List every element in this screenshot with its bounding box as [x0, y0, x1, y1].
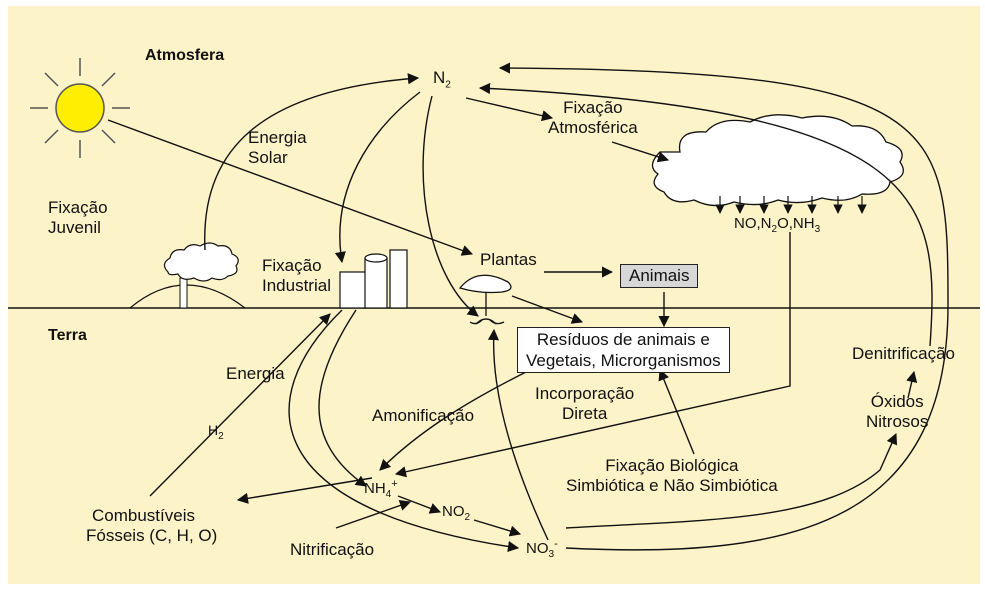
- denitrificacao-label: Denitrificação: [852, 344, 955, 363]
- arrow-nh4-combustiveis: [236, 477, 373, 504]
- nh4-label: NH4+: [364, 478, 398, 500]
- no2-label: NO2: [442, 503, 471, 523]
- arrow-sun-plants: [107, 119, 474, 256]
- nitrificacao-label: Nitrificação: [290, 540, 375, 559]
- arrow-n2-roots: [422, 95, 479, 317]
- arrow-n2-industrial: [334, 91, 421, 264]
- arrow-volcano-n2: [204, 73, 420, 251]
- plantas-label: Plantas: [480, 250, 537, 269]
- amonificacao-label: Amonificação: [372, 406, 475, 425]
- cloud-gases-label: NO,N2O,NH3: [734, 215, 821, 235]
- arrow-plants-residuos: [511, 295, 584, 324]
- arrow-atmfix-cloud: [611, 141, 670, 163]
- flow-arrows: [107, 62, 949, 553]
- volcano-icon: [129, 242, 246, 309]
- n2-label: N2: [433, 68, 451, 91]
- arrow-denitrificacao-n2: [478, 82, 933, 347]
- arrow-no3-oxidos: [565, 432, 898, 529]
- earth-label: Terra: [48, 327, 87, 344]
- rain-cloud-icon: [651, 114, 904, 214]
- arrow-no3-n2-outer: [498, 62, 949, 551]
- arrow-industrial-nh4: [318, 309, 367, 487]
- h2-label: H2: [208, 422, 224, 442]
- arrow-industrial-no3: [288, 309, 520, 553]
- diagram-background: [8, 6, 980, 584]
- arrow-no3-roots: [487, 328, 549, 541]
- arrow-residuos-nh4: [379, 369, 531, 471]
- arrow-cloud-nh4: [394, 232, 791, 478]
- animais-box: Animais: [620, 264, 699, 288]
- plant-icon: [458, 274, 512, 325]
- arrow-no2-no3: [473, 519, 522, 537]
- arrow-nh4-no2: [397, 495, 442, 514]
- atmosphere-label: Atmosfera: [145, 47, 225, 64]
- arrow-oxidos-denitrificacao: [906, 370, 918, 399]
- no3-label: NO3-: [526, 538, 558, 560]
- arrow-nitrificacao: [335, 500, 412, 529]
- sun-icon: [30, 58, 130, 158]
- arrow-n2-atmfix: [465, 97, 554, 122]
- arrow-fixbio-residuos: [658, 368, 695, 455]
- arrow-h2-industrial: [149, 313, 331, 497]
- factory-icon: [339, 249, 408, 309]
- energia-label: Energia: [226, 364, 285, 383]
